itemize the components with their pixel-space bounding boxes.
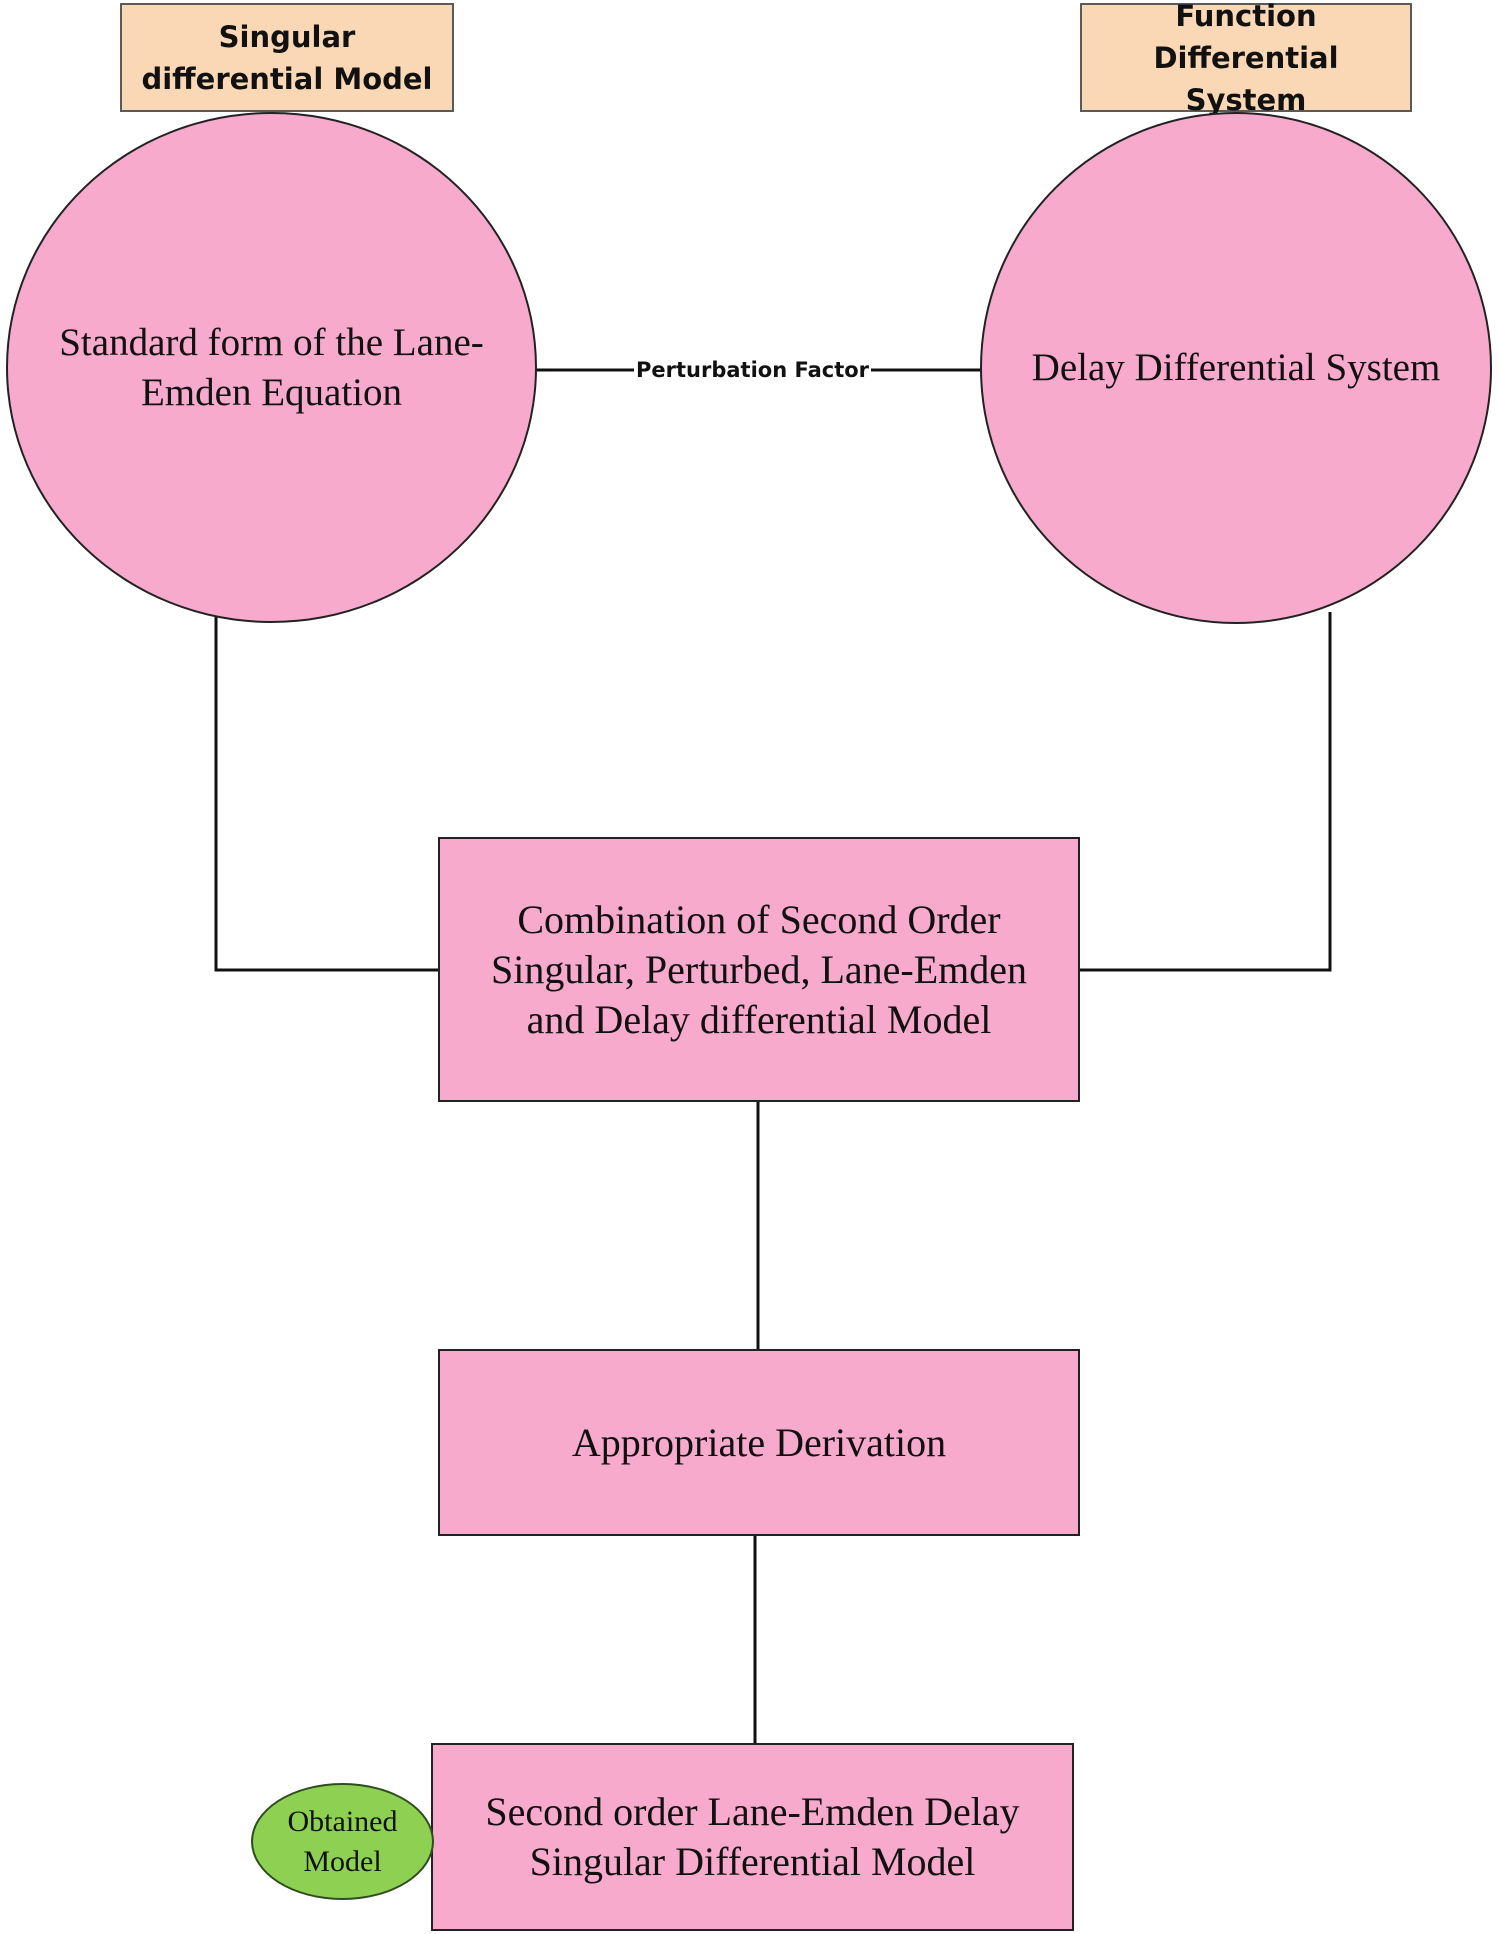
connector-right bbox=[1079, 612, 1332, 972]
circle-lane-emden-standard-form: Standard form of the Lane-Emden Equation bbox=[6, 112, 537, 623]
box-combination-model: Combination of Second Order Singular, Pe… bbox=[438, 837, 1080, 1102]
circle-delay-differential-system: Delay Differential System bbox=[980, 112, 1492, 624]
edge-label-perturbation-factor: Perturbation Factor bbox=[634, 356, 872, 384]
box-final-model: Second order Lane-Emden Delay Singular D… bbox=[431, 1743, 1074, 1931]
box-appropriate-derivation: Appropriate Derivation bbox=[438, 1349, 1080, 1536]
connector-left bbox=[214, 617, 438, 972]
header-singular-differential-model: Singular differential Model bbox=[120, 3, 454, 112]
oval-obtained-model: Obtained Model bbox=[251, 1783, 434, 1900]
header-function-differential-system: Function Differential System bbox=[1080, 0, 1412, 117]
